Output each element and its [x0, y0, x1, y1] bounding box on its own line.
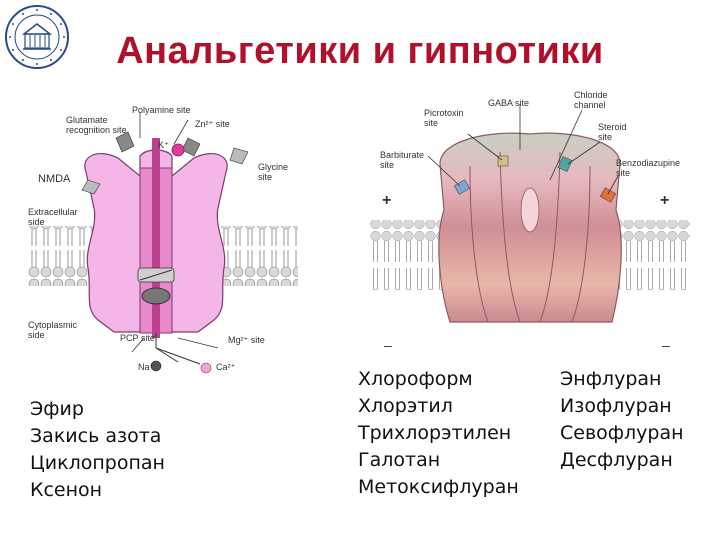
list-item: Ксенон — [30, 479, 103, 501]
gaba-receptor-diagram — [370, 104, 690, 323]
label-mg: Mg²⁺ site — [228, 335, 265, 345]
nmda-receptor-diagram — [28, 112, 298, 374]
label-minus-right: – — [662, 337, 670, 353]
glutamate-site-marker — [115, 131, 135, 153]
label-minus-left: – — [384, 337, 392, 353]
potassium-ion — [171, 143, 185, 157]
label-pcp: PCP site — [120, 333, 155, 343]
benzodiazepine-site-marker — [599, 187, 617, 203]
drug-list-right: Энфлуран Изофлуран Севофлуран Десфлуран — [560, 366, 684, 474]
label-barbiturate: Barbiturate site — [380, 150, 425, 170]
university-seal-icon — [5, 5, 69, 69]
label-glutamate: Glutamate recognition site — [66, 115, 127, 135]
label-plus-right: + — [660, 192, 670, 209]
label-steroid: Steroid site — [598, 122, 627, 142]
list-item: Эфир — [30, 398, 84, 420]
label-ca: Ca²⁺ — [216, 362, 236, 372]
label-k: K⁺ — [158, 140, 169, 150]
label-gaba: GABA site — [488, 98, 530, 108]
steroid-site-marker — [557, 156, 573, 172]
list-item: Десфлуран — [560, 449, 673, 471]
label-picrotoxin: Picrotoxin site — [424, 108, 464, 128]
chloride-channel — [520, 187, 540, 233]
sodium-ion — [150, 360, 162, 372]
label-cytoplasmic: Cytoplasmic side — [28, 320, 78, 340]
label-extracellular: Extracellular side — [28, 207, 78, 227]
glycine-ligand — [229, 147, 249, 165]
label-benzodiazepine: Benzodiazupine site — [616, 158, 681, 178]
barbiturate-site-marker — [453, 179, 471, 195]
calcium-ion — [200, 362, 212, 374]
list-item: Трихлорэтилен — [358, 422, 512, 444]
list-item: Хлорэтил — [358, 395, 453, 417]
label-nmda: NMDA — [38, 173, 71, 185]
pcp-site-marker — [141, 287, 171, 305]
label-plus-left: + — [382, 192, 392, 209]
label-zn: Zn²⁺ site — [195, 119, 230, 129]
channel-pore — [152, 138, 160, 338]
label-na: Na⁺ — [138, 362, 155, 372]
list-item: Изофлуран — [560, 395, 672, 417]
page-title: Анальгетики и гипнотики — [116, 30, 604, 72]
glycine-site-marker — [181, 137, 201, 157]
list-item: Севофлуран — [560, 422, 684, 444]
list-item: Метоксифлуран — [358, 476, 519, 498]
list-item: Хлороформ — [358, 368, 473, 390]
label-polyamine: Polyamine site — [132, 105, 191, 115]
picrotoxin-site-marker — [497, 155, 509, 167]
list-item: Закись азота — [30, 425, 162, 447]
label-chloride: Chloride channel — [574, 90, 608, 110]
list-item: Энфлуран — [560, 368, 662, 390]
drug-list-left: Эфир Закись азота Циклопропан Ксенон — [30, 396, 165, 504]
list-item: Циклопропан — [30, 452, 165, 474]
nmda-ligand — [81, 179, 101, 195]
label-glycine: Glycine site — [258, 162, 289, 182]
drug-list-middle: Хлороформ Хлорэтил Трихлорэтилен Галотан… — [358, 366, 519, 501]
list-item: Галотан — [358, 449, 441, 471]
